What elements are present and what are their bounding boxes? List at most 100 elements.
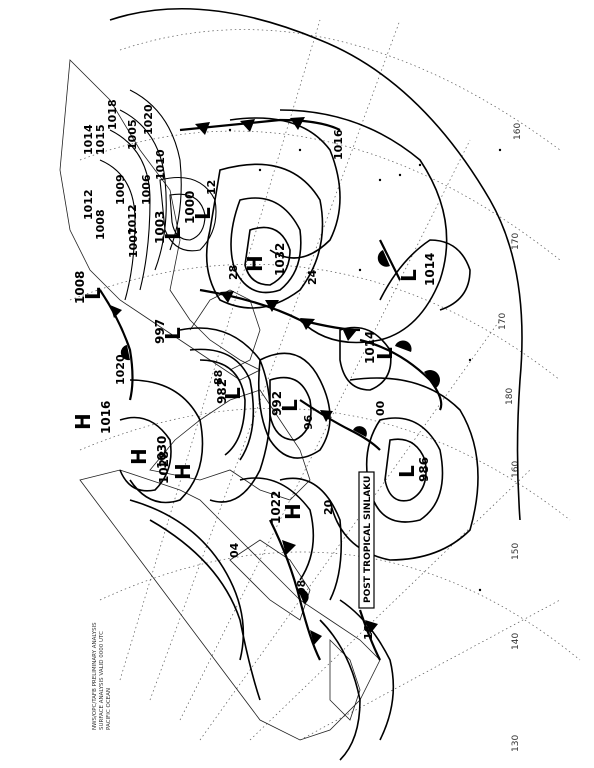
- cold-front: [99, 289, 134, 401]
- station-dot: [258, 168, 262, 172]
- center-value: 1030: [155, 436, 169, 469]
- center-letter: H: [71, 413, 95, 430]
- isobar: [230, 197, 302, 294]
- station-dot: [478, 588, 482, 592]
- center-letter: H: [281, 503, 305, 520]
- storm-label-frame: [358, 471, 375, 609]
- high-center: H 1032: [243, 243, 287, 276]
- isobar-label: 20: [322, 499, 335, 515]
- lon-label: 160: [513, 123, 523, 140]
- center-value: 1014: [423, 253, 437, 286]
- center-value: 1032: [273, 243, 287, 276]
- station-obs: [228, 128, 502, 592]
- isobar-label: 88: [212, 370, 225, 385]
- isobar-label: 16: [362, 624, 375, 640]
- front-semicircle: [424, 370, 440, 388]
- isobar-label: 1005: [126, 119, 139, 150]
- isobar: [149, 519, 261, 701]
- low-center: L 1014: [363, 331, 397, 364]
- center-value: 1000: [183, 191, 197, 224]
- warm-front: [379, 239, 401, 281]
- isobar-label: 12: [205, 180, 218, 195]
- isobar: [319, 619, 361, 761]
- isobar: [365, 417, 444, 523]
- station-dot: [498, 148, 502, 152]
- isobar-outer: [109, 8, 523, 521]
- isobar-label: 00: [374, 400, 387, 416]
- isobar-label: 1012: [82, 189, 95, 220]
- center-value: 1003: [153, 211, 167, 244]
- center-value: 1028: [157, 451, 171, 484]
- isobar-label: 04: [228, 542, 241, 558]
- station-dot: [228, 128, 232, 132]
- lon-label: 150: [511, 543, 521, 560]
- center-letter: H: [127, 448, 151, 465]
- front-triangle: [300, 318, 315, 330]
- isobar: [257, 352, 331, 459]
- center-value: 1022: [269, 491, 283, 524]
- isobar-label: 08: [295, 580, 308, 595]
- isobar: [129, 379, 204, 504]
- grid-lat-5: [99, 551, 581, 661]
- storm-label-box: POST TROPICAL SINLAKU: [358, 471, 375, 609]
- station-dot: [398, 173, 402, 177]
- chart-header: NWS/OPC/TAFB PRELIMINARY ANALYSIS SURFAC…: [92, 622, 112, 730]
- front-triangle: [365, 620, 378, 634]
- isobar-label: 1020: [114, 354, 127, 385]
- isobar: [379, 239, 471, 311]
- isobar: [279, 109, 448, 344]
- high-center: H 1016: [71, 401, 113, 434]
- isobar: [339, 599, 395, 741]
- isobar: [169, 193, 206, 241]
- isobar: [119, 416, 172, 492]
- isobar-label: 1014: [82, 124, 95, 155]
- isobar-labels: 1012 1015 1008 1020 1016 16 12 08 04 00 …: [82, 99, 387, 640]
- center-value: 986: [417, 457, 431, 482]
- station-dot: [358, 268, 362, 272]
- center-letter: L: [161, 227, 185, 240]
- front-triangle: [320, 410, 333, 422]
- isobar: [244, 226, 291, 286]
- pressure-centers: H 1032 H 1030 H 1028 H 1022 H 1016 L 101…: [71, 191, 437, 524]
- lon-label: 170: [498, 313, 508, 330]
- front-semicircle: [353, 426, 367, 437]
- isobar-label: 1010: [154, 149, 167, 180]
- isobar: [129, 499, 245, 661]
- longitude-labels: 130 140 150 160 170 180 170 160: [498, 123, 523, 752]
- front-semicircle: [120, 345, 130, 361]
- front-triangle: [265, 300, 279, 312]
- low-center: L 1000: [183, 191, 215, 224]
- header-line-3: PACIFIC OCEAN: [106, 688, 112, 730]
- coast-asia: [79, 469, 381, 741]
- isobar: [384, 438, 427, 502]
- front-triangle: [240, 119, 255, 132]
- station-dot: [298, 148, 302, 152]
- station-dot: [418, 163, 422, 167]
- center-letter: L: [81, 287, 105, 300]
- low-center: L 1003: [153, 211, 185, 244]
- lon-label: 160: [511, 461, 521, 478]
- low-center: L 1014: [397, 253, 437, 286]
- grid-lon-4: [179, 139, 471, 721]
- isobar: [119, 109, 167, 271]
- coast-korea: [229, 539, 311, 621]
- isobar: [189, 348, 255, 461]
- isobar-label: 1008: [94, 209, 107, 240]
- high-center: H 1022: [269, 491, 305, 524]
- station-dot: [468, 358, 472, 362]
- header-line-1: NWS/OPC/TAFB PRELIMINARY ANALYSIS: [92, 622, 98, 730]
- grid-lon-1: [299, 599, 561, 741]
- isobar: [229, 117, 341, 259]
- center-letter: L: [278, 399, 302, 412]
- grid-lon-5: [149, 19, 401, 701]
- center-letter: L: [191, 207, 215, 220]
- header-line-2: SURFACE ANALYSIS VALID 0000 UTC: [99, 631, 105, 730]
- high-center: H 1030: [127, 436, 169, 469]
- center-letter: L: [161, 327, 185, 340]
- center-letter: L: [395, 465, 419, 478]
- front-semicircle: [298, 589, 309, 604]
- low-center: L 1008: [73, 271, 105, 304]
- isobar-label: 1012: [126, 204, 139, 235]
- isobar: [159, 176, 217, 252]
